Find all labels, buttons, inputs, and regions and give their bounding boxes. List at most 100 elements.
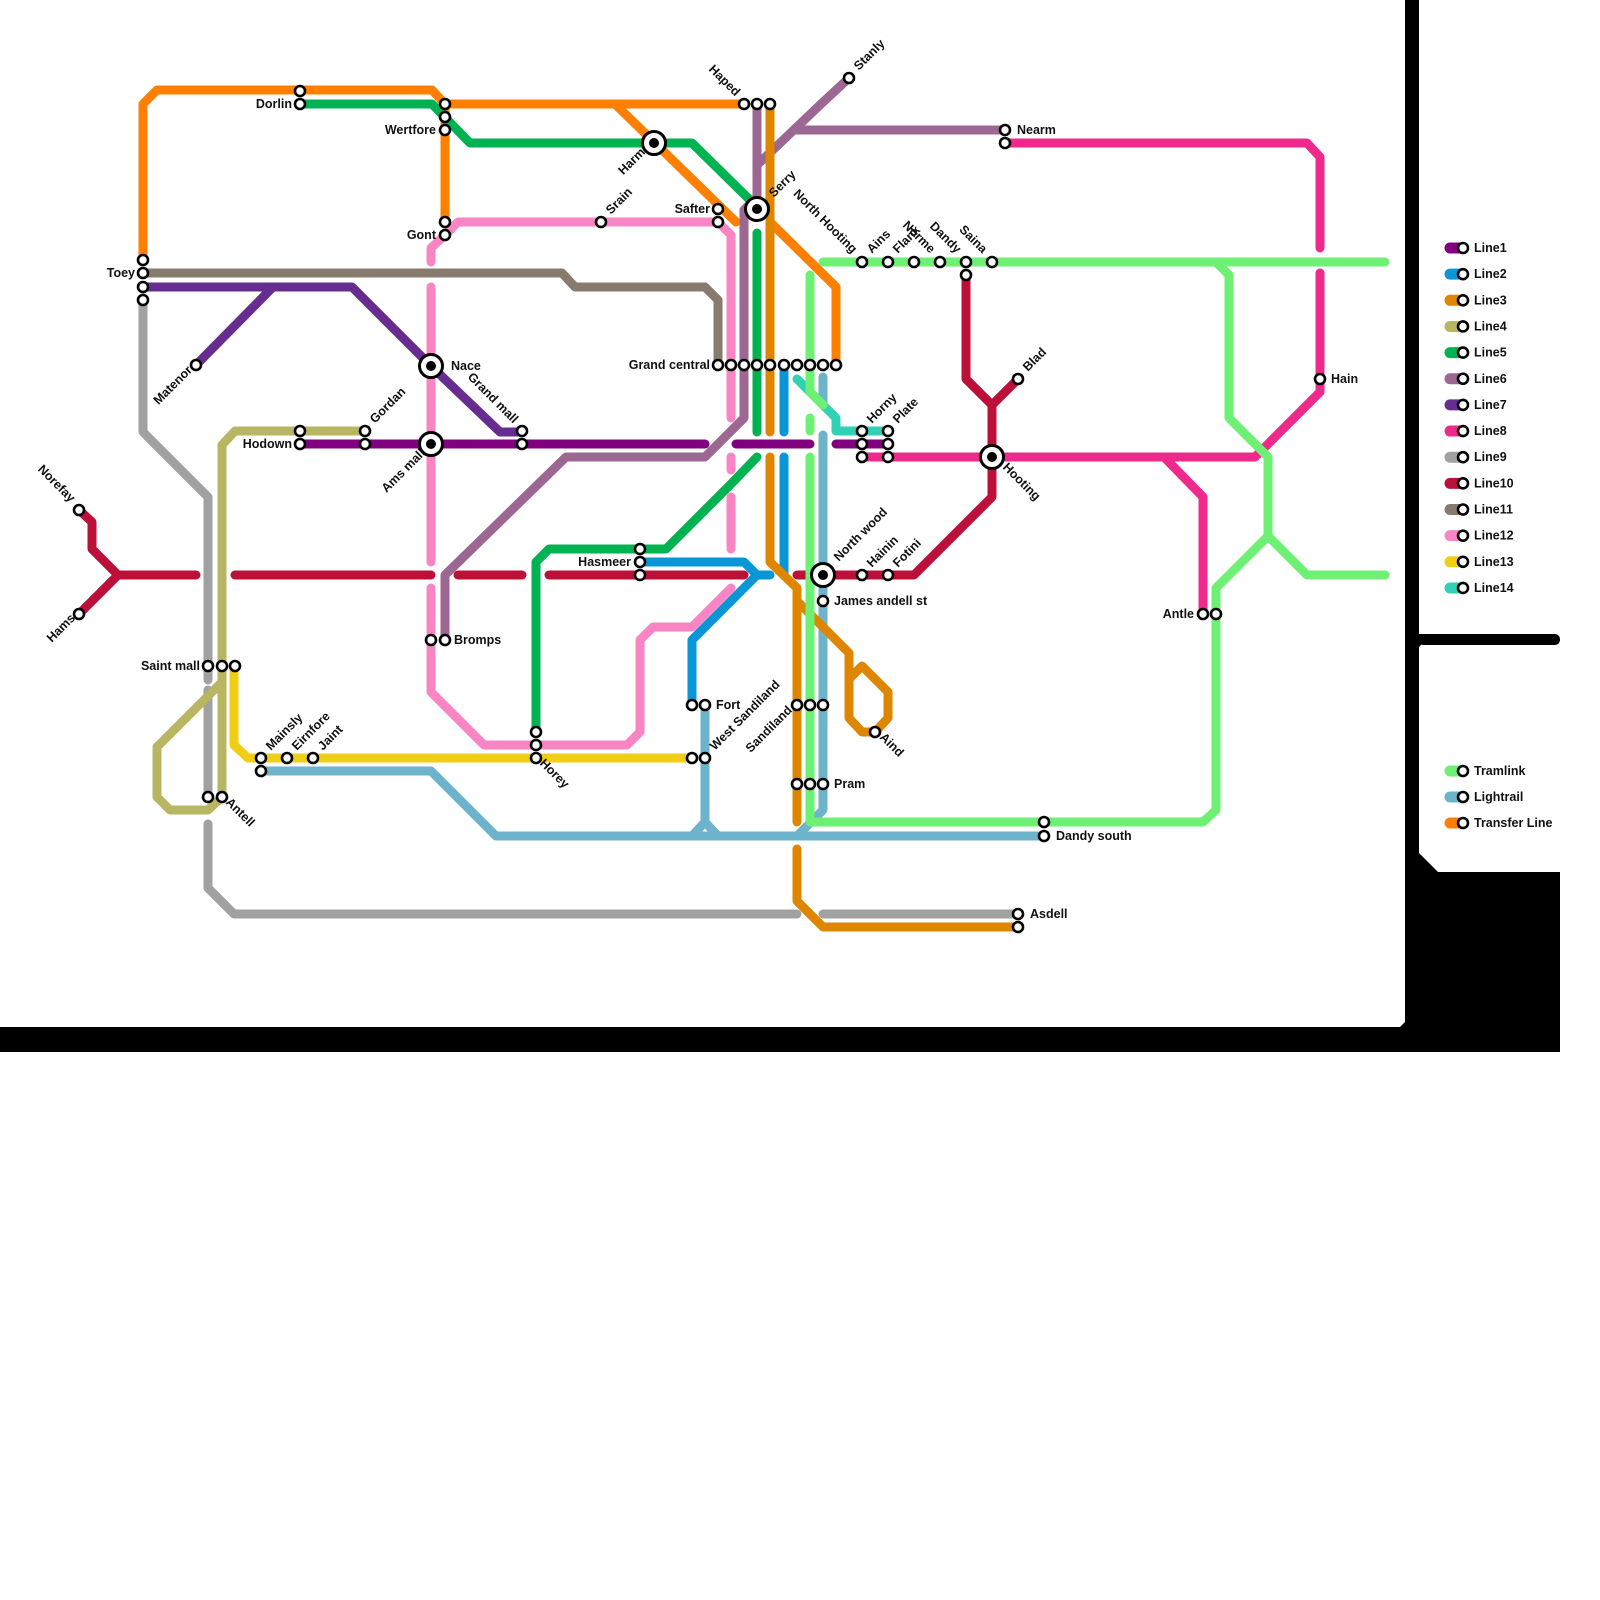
station-stop[interactable]	[805, 700, 815, 710]
station-stop[interactable]	[138, 268, 148, 278]
station-stop[interactable]	[360, 426, 370, 436]
station-stop[interactable]	[818, 779, 828, 789]
station-label-bromps: Bromps	[454, 633, 501, 647]
route-tramlink-segment	[1216, 262, 1268, 536]
station-stop[interactable]	[635, 544, 645, 554]
station-stop[interactable]	[961, 257, 971, 267]
station-stop[interactable]	[752, 99, 762, 109]
station-stop[interactable]	[440, 99, 450, 109]
station-stop[interactable]	[138, 255, 148, 265]
station-stop[interactable]	[1039, 831, 1049, 841]
station-stop[interactable]	[687, 753, 697, 763]
station-stop[interactable]	[138, 282, 148, 292]
station-stop[interactable]	[805, 360, 815, 370]
station-stop[interactable]	[739, 360, 749, 370]
station-stop[interactable]	[739, 99, 749, 109]
station-stop[interactable]	[883, 257, 893, 267]
station-stop[interactable]	[308, 753, 318, 763]
station-stop[interactable]	[961, 270, 971, 280]
station-stop[interactable]	[1013, 374, 1023, 384]
station-stop[interactable]	[531, 727, 541, 737]
station-stop[interactable]	[440, 112, 450, 122]
station-stop[interactable]	[700, 753, 710, 763]
station-stop[interactable]	[596, 217, 606, 227]
station-stop[interactable]	[203, 792, 213, 802]
station-stop[interactable]	[1198, 609, 1208, 619]
station-stop[interactable]	[713, 204, 723, 214]
station-stop[interactable]	[883, 426, 893, 436]
station-stop[interactable]	[256, 766, 266, 776]
station-stop[interactable]	[857, 570, 867, 580]
station-stop[interactable]	[74, 609, 84, 619]
station-stop[interactable]	[779, 360, 789, 370]
station-stop[interactable]	[752, 360, 762, 370]
station-stop[interactable]	[831, 360, 841, 370]
station-stop[interactable]	[883, 439, 893, 449]
station-stop[interactable]	[818, 700, 828, 710]
station-stop[interactable]	[360, 439, 370, 449]
station-stop[interactable]	[857, 257, 867, 267]
station-stop[interactable]	[138, 295, 148, 305]
station-stop[interactable]	[295, 439, 305, 449]
station-stop[interactable]	[256, 753, 266, 763]
station-stop[interactable]	[935, 257, 945, 267]
station-stop[interactable]	[883, 452, 893, 462]
station-stop[interactable]	[857, 439, 867, 449]
station-label-safter: Safter	[675, 202, 711, 216]
station-stop[interactable]	[765, 99, 775, 109]
legend-item-line13: Line13	[1450, 555, 1514, 569]
station-stop[interactable]	[635, 557, 645, 567]
route-line12-segment	[431, 588, 731, 745]
legend-label: Line4	[1474, 319, 1507, 333]
station-stop[interactable]	[700, 700, 710, 710]
station-stop[interactable]	[531, 740, 541, 750]
station-stop[interactable]	[282, 753, 292, 763]
station-stop[interactable]	[909, 257, 919, 267]
station-stop[interactable]	[295, 99, 305, 109]
station-stop[interactable]	[726, 360, 736, 370]
station-stop[interactable]	[818, 596, 828, 606]
station-stop[interactable]	[857, 426, 867, 436]
station-stop[interactable]	[1211, 609, 1221, 619]
station-stop[interactable]	[792, 779, 802, 789]
station-stop[interactable]	[230, 661, 240, 671]
station-stop[interactable]	[295, 86, 305, 96]
station-stop[interactable]	[217, 792, 227, 802]
station-stop[interactable]	[191, 360, 201, 370]
station-stop[interactable]	[295, 426, 305, 436]
station-stop[interactable]	[987, 257, 997, 267]
station-stop[interactable]	[870, 727, 880, 737]
station-stop[interactable]	[844, 73, 854, 83]
station-stop[interactable]	[74, 505, 84, 515]
station-stop[interactable]	[792, 360, 802, 370]
station-stop[interactable]	[440, 230, 450, 240]
station-stop[interactable]	[440, 635, 450, 645]
station-stop[interactable]	[217, 661, 227, 671]
station-stop[interactable]	[818, 360, 828, 370]
station-stop[interactable]	[517, 426, 527, 436]
station-stop[interactable]	[1013, 922, 1023, 932]
station-stop[interactable]	[1013, 909, 1023, 919]
station-stop[interactable]	[687, 700, 697, 710]
station-stop[interactable]	[203, 661, 213, 671]
station-stop[interactable]	[440, 125, 450, 135]
station-stop[interactable]	[1000, 125, 1010, 135]
station-stop[interactable]	[1000, 138, 1010, 148]
station-label-blad: Blad	[1020, 345, 1049, 374]
station-stop[interactable]	[792, 700, 802, 710]
station-stop[interactable]	[713, 360, 723, 370]
station-label-north-hooting: North Hooting	[791, 187, 860, 256]
station-stop[interactable]	[440, 217, 450, 227]
legend-item-transfer-line: Transfer Line	[1450, 816, 1553, 830]
station-stop[interactable]	[713, 217, 723, 227]
station-stop[interactable]	[1315, 374, 1325, 384]
station-stop[interactable]	[765, 360, 775, 370]
station-stop[interactable]	[805, 779, 815, 789]
station-stop[interactable]	[531, 753, 541, 763]
station-stop[interactable]	[857, 452, 867, 462]
station-stop[interactable]	[517, 439, 527, 449]
station-stop[interactable]	[1039, 817, 1049, 827]
station-stop[interactable]	[426, 635, 436, 645]
station-stop[interactable]	[635, 570, 645, 580]
station-stop[interactable]	[883, 570, 893, 580]
